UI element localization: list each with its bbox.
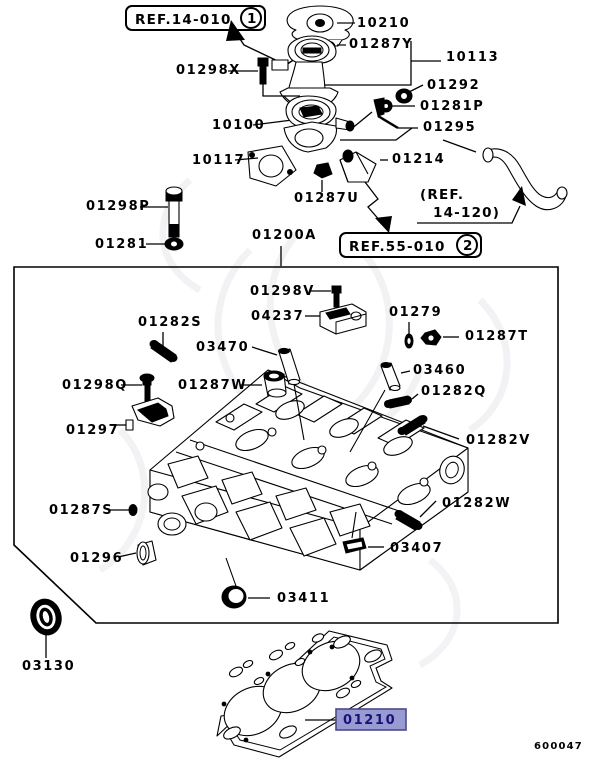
highlighted-part-01210[interactable]: 01210 — [335, 708, 407, 731]
label-01298Q: 01298Q — [62, 378, 128, 393]
label-01200A: 01200A — [252, 228, 317, 243]
label-01279: 01279 — [389, 305, 442, 320]
ref-box-14-010-label: REF.14-010 — [135, 12, 232, 28]
label-10210: 10210 — [357, 16, 410, 31]
label-01214: 01214 — [392, 152, 445, 167]
ref-14-120[interactable]: (REF. 14-120) — [417, 186, 526, 224]
highlight-label: 01210 — [343, 713, 396, 728]
part-03407-valve-seat[interactable] — [342, 537, 367, 554]
ref-box-14-010[interactable]: REF.14-010 1 — [125, 5, 266, 31]
part-01296-plug[interactable] — [136, 540, 157, 566]
label-01292: 01292 — [427, 78, 480, 93]
label-10113: 10113 — [446, 50, 499, 65]
gasket-holes — [221, 633, 382, 743]
part-01298X-bolt[interactable] — [257, 57, 269, 85]
part-04237-bracket[interactable] — [319, 303, 367, 335]
part-03470-valve-guide[interactable] — [278, 347, 301, 386]
part-01287U-nut[interactable] — [313, 162, 333, 179]
part-01282W-stud[interactable] — [394, 510, 423, 531]
end-bosses — [147, 455, 465, 536]
ref-55-010-arrowhead — [375, 216, 392, 233]
valve-ports — [235, 400, 431, 506]
ref-box-55-010[interactable]: REF.55-010 2 — [339, 232, 482, 258]
part-01298Q-bolt[interactable] — [139, 373, 155, 404]
part-01295-bracket[interactable] — [373, 97, 399, 130]
ref-box-55-010-circle — [456, 234, 478, 256]
label-10100: 10100 — [212, 118, 265, 133]
label-03411: 03411 — [277, 591, 330, 606]
part-01282S-stud[interactable] — [149, 340, 178, 363]
label-03460: 03460 — [413, 363, 466, 378]
part-01297-bearing[interactable] — [125, 397, 175, 431]
part-03130-oil-seal[interactable] — [27, 596, 65, 638]
label-01282W: 01282W — [442, 496, 511, 511]
label-01281P: 01281P — [420, 99, 484, 114]
label-01287W: 01287W — [178, 378, 247, 393]
ref-14-120-line1: (REF. — [420, 187, 464, 203]
label-01296: 01296 — [70, 551, 123, 566]
part-10100-lower-housing[interactable] — [283, 95, 355, 153]
ref-box-14-010-circle — [240, 7, 262, 29]
part-01292-washer[interactable] — [395, 88, 413, 104]
ref-box-55-010-frame — [339, 232, 482, 258]
label-10117: 10117 — [192, 153, 245, 168]
label-01298X: 01298X — [176, 63, 241, 78]
label-01282V: 01282V — [466, 433, 531, 448]
part-01282V-stud[interactable] — [397, 415, 428, 436]
part-01287S-plug[interactable] — [128, 504, 138, 516]
part-01287T-nut[interactable] — [420, 329, 442, 346]
part-01298P-bolt[interactable] — [165, 186, 183, 238]
part-01282Q-stud[interactable] — [384, 395, 412, 409]
ref-box-55-010-label: REF.55-010 — [349, 239, 446, 255]
part-01287W-collar[interactable] — [263, 370, 287, 398]
ref-box-55-010-number: 2 — [463, 238, 472, 254]
part-10117-flange[interactable] — [247, 145, 297, 187]
label-01282S: 01282S — [138, 315, 202, 330]
label-01295: 01295 — [423, 120, 476, 135]
part-upper-hose[interactable] — [482, 147, 568, 211]
label-04237: 04237 — [251, 309, 304, 324]
label-03407: 03407 — [390, 541, 443, 556]
ref-55-010-pointer — [364, 181, 392, 233]
ref-14-120-arrowhead — [512, 186, 526, 206]
part-01298V-bolt[interactable] — [331, 285, 342, 308]
label-03130: 03130 — [22, 659, 75, 674]
part-01279-seal[interactable] — [404, 333, 414, 349]
bolt-holes — [195, 413, 429, 487]
intake-port-flanges — [167, 455, 371, 557]
diagram-corner-id: 600047 — [534, 741, 583, 752]
label-01298P: 01298P — [86, 199, 150, 214]
ref-box-14-010-number: 1 — [247, 11, 256, 27]
label-01287U: 01287U — [294, 191, 359, 206]
label-01298V: 01298V — [250, 284, 315, 299]
part-03460-valve-guide[interactable] — [380, 362, 401, 392]
ref-14-010-arrowhead — [226, 20, 245, 41]
highlight-box — [335, 708, 407, 731]
part-number-labels: 10210 01287Y 10113 01298X 01292 01281P 1… — [22, 16, 531, 674]
bracket-10113 — [304, 41, 441, 86]
part-01210-head-gasket[interactable] — [216, 630, 393, 758]
label-01287Y: 01287Y — [349, 37, 413, 52]
label-01287T: 01287T — [465, 329, 529, 344]
label-01287S: 01287S — [49, 503, 113, 518]
part-03411-seal[interactable] — [221, 585, 247, 609]
cylinder-head-assembly-box — [13, 266, 559, 624]
part-01214-connector[interactable] — [339, 149, 377, 183]
label-01282Q: 01282Q — [421, 384, 487, 399]
label-01297: 01297 — [66, 423, 119, 438]
label-01281: 01281 — [95, 237, 148, 252]
ref-14-120-line2: 14-120) — [433, 205, 500, 221]
label-03470: 03470 — [196, 340, 249, 355]
part-01281-washer[interactable] — [164, 237, 184, 251]
